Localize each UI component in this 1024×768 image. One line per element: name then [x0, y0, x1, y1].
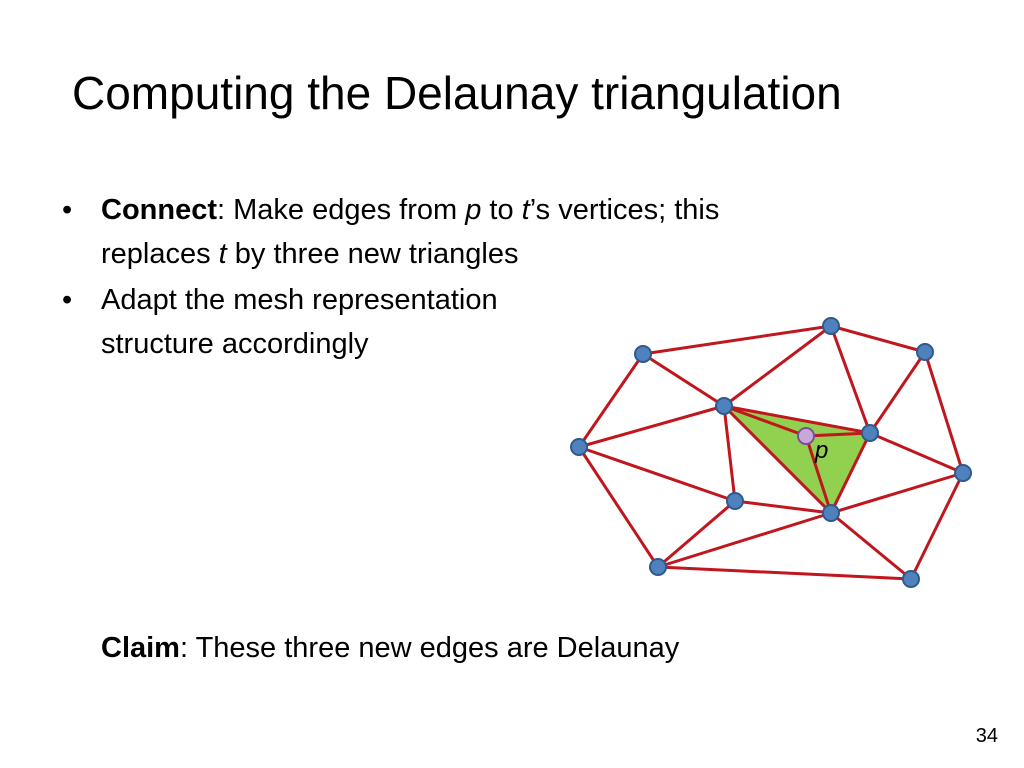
new-triangles	[724, 406, 870, 513]
mesh-edge	[722, 404, 737, 503]
claim-term: Claim	[101, 632, 180, 664]
mesh-vertex	[570, 438, 588, 456]
mesh-vertex	[902, 570, 920, 588]
mesh-vertex	[822, 504, 840, 522]
mesh-vertex	[861, 424, 879, 442]
mesh-edge	[829, 471, 965, 515]
var-p: p	[465, 194, 482, 226]
bullet-adapt: • Adapt the mesh representation structur…	[60, 278, 900, 366]
new-edge	[804, 431, 872, 438]
bullet-line: replaces t by three new triangles	[101, 232, 900, 276]
mesh-edge	[923, 350, 965, 475]
mesh-edge	[577, 445, 660, 569]
bullet-line: Adapt the mesh representation	[101, 284, 498, 316]
mesh-edge	[656, 499, 737, 569]
containing-triangle-t	[724, 406, 870, 513]
mesh-edge	[577, 404, 726, 449]
text-segment: replaces	[101, 238, 219, 270]
mesh-edge	[909, 471, 965, 581]
mesh-vertex	[954, 464, 972, 482]
mesh-vertex	[916, 343, 934, 361]
mesh-edge	[656, 511, 833, 569]
text-segment: ’s vertices; this	[529, 194, 720, 226]
var-t: t	[521, 194, 530, 226]
connect-term: Connect	[101, 194, 217, 226]
inserted-point-p	[797, 427, 815, 445]
bullet-list: • Connect: Make edges from p to t’s vert…	[60, 188, 900, 368]
slide-number: 34	[975, 725, 998, 747]
bullet-marker: •	[62, 284, 73, 316]
new-edge	[804, 434, 833, 515]
text-segment: : Make edges from	[217, 194, 466, 226]
point-label-p: p	[814, 437, 828, 464]
new-edge	[722, 404, 808, 438]
bullet-connect: • Connect: Make edges from p to t’s vert…	[60, 188, 900, 276]
mesh-vertex	[726, 492, 744, 510]
mesh-edge	[829, 511, 913, 581]
mesh-edge	[868, 431, 965, 475]
mesh-edge	[656, 565, 913, 581]
mesh-edge	[733, 499, 833, 515]
mesh-vertex	[649, 558, 667, 576]
bullet-line: Connect: Make edges from p to t’s vertic…	[101, 188, 900, 232]
bullet-marker: •	[62, 194, 73, 226]
var-t: t	[218, 238, 227, 270]
mesh-edge	[722, 404, 833, 515]
slide-title: Computing the Delaunay triangulation	[72, 67, 842, 119]
mesh-edge	[577, 445, 737, 503]
mesh-edge	[829, 431, 872, 515]
mesh-vertex	[715, 397, 733, 415]
text-segment: to	[481, 194, 522, 226]
claim-statement: Claim: These three new edges are Delauna…	[101, 626, 679, 670]
mesh-edge	[722, 404, 872, 435]
claim-text: : These three new edges are Delaunay	[179, 632, 680, 664]
bullet-line: structure accordingly	[101, 328, 369, 360]
text-segment: by three new triangles	[226, 238, 519, 270]
